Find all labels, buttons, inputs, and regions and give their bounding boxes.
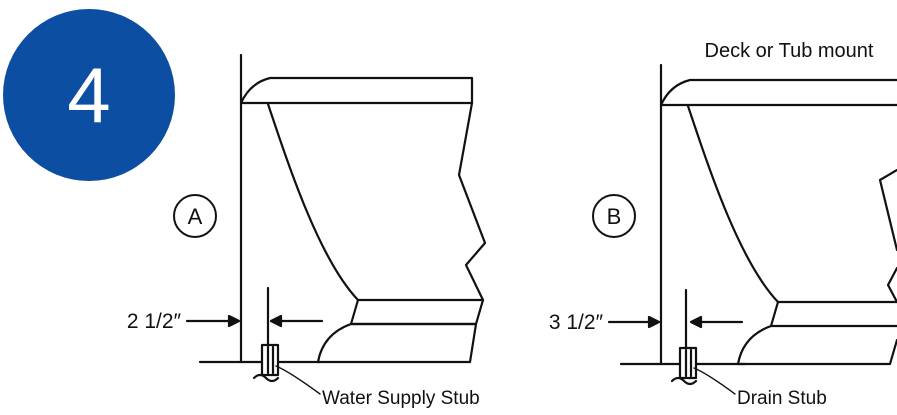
- tub-rim: [659, 78, 897, 107]
- figure-a: [173, 53, 487, 395]
- water-supply-stub: [260, 343, 280, 377]
- drain-stub: [678, 346, 698, 380]
- stub-label-b: Drain Stub: [737, 388, 827, 409]
- tub-break-edge: [457, 101, 487, 302]
- dimension-arrowhead-left: [227, 314, 241, 328]
- stub-label-a: Water Supply Stub: [322, 388, 480, 409]
- step-badge-circle: [3, 9, 175, 181]
- dimension-arrowhead-left: [647, 315, 661, 329]
- tub-base: [316, 322, 478, 364]
- stub-leader: [693, 367, 736, 395]
- figure-b: [592, 63, 897, 395]
- tub-apron: [769, 300, 897, 328]
- stub-leader: [275, 365, 321, 395]
- tub-side: [686, 104, 780, 304]
- dimension-label-a: 2 1/2″: [127, 310, 182, 333]
- tub-rim: [239, 76, 474, 105]
- tub-break-edge: [878, 168, 897, 252]
- dimension-arrowhead-right: [689, 315, 703, 329]
- dimension-label-b: 3 1/2″: [549, 311, 604, 334]
- figure-label-b: B: [607, 204, 622, 229]
- tub-break-edge: [886, 266, 897, 304]
- tub-apron: [349, 298, 485, 326]
- tub-base: [736, 324, 897, 366]
- figure-label-circle: [592, 194, 636, 238]
- figure-label-circle: [173, 194, 217, 238]
- dimension-arrowhead-right: [269, 314, 283, 328]
- step-number: 4: [67, 51, 110, 139]
- stub-break-line: [670, 376, 698, 386]
- step-badge: 4: [3, 9, 175, 181]
- stub-break-line: [252, 373, 280, 383]
- figure-label-a: A: [188, 204, 203, 229]
- tub-side: [266, 102, 360, 302]
- mount-label-b: Deck or Tub mount: [705, 40, 874, 62]
